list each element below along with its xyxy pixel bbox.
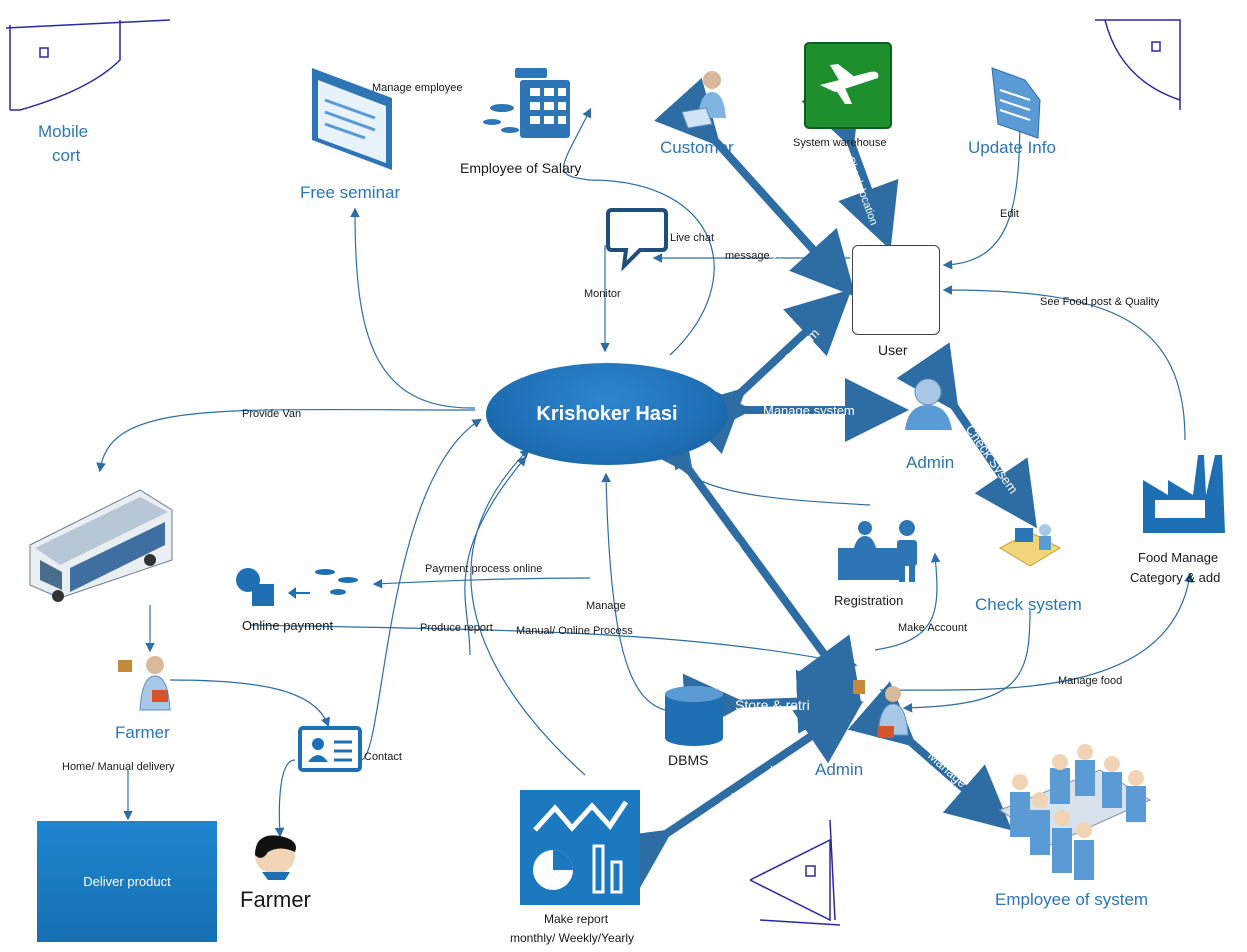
farmer-bottom-label: Farmer bbox=[240, 887, 311, 912]
user-box bbox=[852, 245, 940, 335]
hub-node: Krishoker Hasi bbox=[486, 363, 728, 465]
user-label: User bbox=[878, 342, 908, 358]
admin-person-icon bbox=[905, 378, 952, 430]
online-payment-label: Online payment bbox=[242, 618, 334, 633]
deliver-product-label: Deliver product bbox=[83, 874, 171, 889]
check-system-workstation-icon bbox=[998, 524, 1062, 567]
thick-connectors bbox=[602, 77, 1037, 892]
edge-monitor: Monitor bbox=[584, 288, 621, 300]
corner-mark-icon bbox=[5, 19, 171, 111]
food-manage-label-2: Category & add bbox=[1130, 570, 1221, 585]
edge-manage-food: Manage food bbox=[1058, 675, 1123, 687]
food-manage-label-1: Food Manage bbox=[1138, 550, 1219, 565]
customer-person-icon bbox=[681, 71, 726, 129]
admin-bottom-label: Admin bbox=[815, 760, 864, 779]
edge-manual-online-process: Manual/ Online Process bbox=[516, 625, 633, 637]
database-icon bbox=[665, 686, 723, 746]
employee-salary-label: Employee of Salary bbox=[460, 160, 582, 176]
hub-title: Krishoker Hasi bbox=[536, 402, 678, 425]
edge-contact: Contact bbox=[364, 751, 402, 763]
update-info-label: Update Info bbox=[968, 138, 1056, 157]
farmer-face-icon bbox=[255, 835, 296, 880]
edge-manage-center: Manage bbox=[586, 600, 626, 612]
edge-store-retrieve: Store & retri bbox=[735, 697, 810, 713]
make-report-label-2: monthly/ Weekly/Yearly bbox=[510, 931, 635, 945]
edge-provide-van: Provide Van bbox=[242, 408, 302, 420]
edge-make-account: Make Account bbox=[898, 622, 968, 634]
corner-mark-icon bbox=[1095, 19, 1181, 110]
mobile-cort-label-1: Mobile bbox=[38, 122, 89, 141]
registration-label: Registration bbox=[834, 593, 904, 608]
deliver-product-box: Deliver product bbox=[37, 821, 217, 942]
chat-bubble-icon bbox=[606, 208, 668, 272]
edge-edit: Edit bbox=[1000, 208, 1019, 220]
system-warehouse-label: System warehouse bbox=[793, 137, 887, 149]
edge-live-chat: Live chat bbox=[670, 232, 715, 244]
airplane-sign-icon bbox=[804, 42, 892, 129]
make-report-label-1: Make report bbox=[544, 912, 609, 926]
employee-system-label: Employee of system bbox=[995, 890, 1149, 909]
bus-icon bbox=[29, 489, 173, 602]
admin-top-label: Admin bbox=[906, 453, 955, 472]
online-payment-icon bbox=[236, 568, 358, 606]
farmer-top-label: Farmer bbox=[115, 723, 170, 742]
farmer-with-bag-icon bbox=[118, 656, 171, 711]
contact-card-icon bbox=[298, 726, 362, 772]
factory-icon bbox=[1143, 455, 1225, 533]
registration-desk-icon bbox=[838, 520, 917, 582]
meeting-table-icon bbox=[998, 744, 1152, 880]
mobile-cort-label-2: cort bbox=[52, 146, 81, 165]
document-icon bbox=[991, 67, 1041, 139]
thin-connectors bbox=[96, 104, 1194, 838]
free-seminar-label: Free seminar bbox=[300, 183, 401, 202]
edge-home-manual-delivery: Home/ Manual delivery bbox=[62, 761, 175, 773]
customer-label: Customer bbox=[660, 138, 734, 157]
report-chart-icon bbox=[520, 790, 640, 905]
corner-mark-icon bbox=[749, 819, 841, 926]
edge-produce-report: Produce report bbox=[420, 622, 493, 634]
edge-message: message bbox=[725, 250, 770, 262]
check-system-label: Check system bbox=[975, 595, 1082, 614]
dbms-label: DBMS bbox=[668, 752, 709, 768]
presentation-window-icon bbox=[312, 68, 392, 170]
edge-manage-employee: Manage employee bbox=[372, 82, 463, 94]
salary-calculator-icon bbox=[483, 68, 570, 138]
admin-phone-icon bbox=[853, 680, 909, 738]
edge-payment-process-online: Payment process online bbox=[425, 563, 543, 575]
edge-manage-system: Manage system bbox=[763, 403, 855, 418]
edge-see-food-post: See Food post & Quality bbox=[1040, 296, 1160, 308]
